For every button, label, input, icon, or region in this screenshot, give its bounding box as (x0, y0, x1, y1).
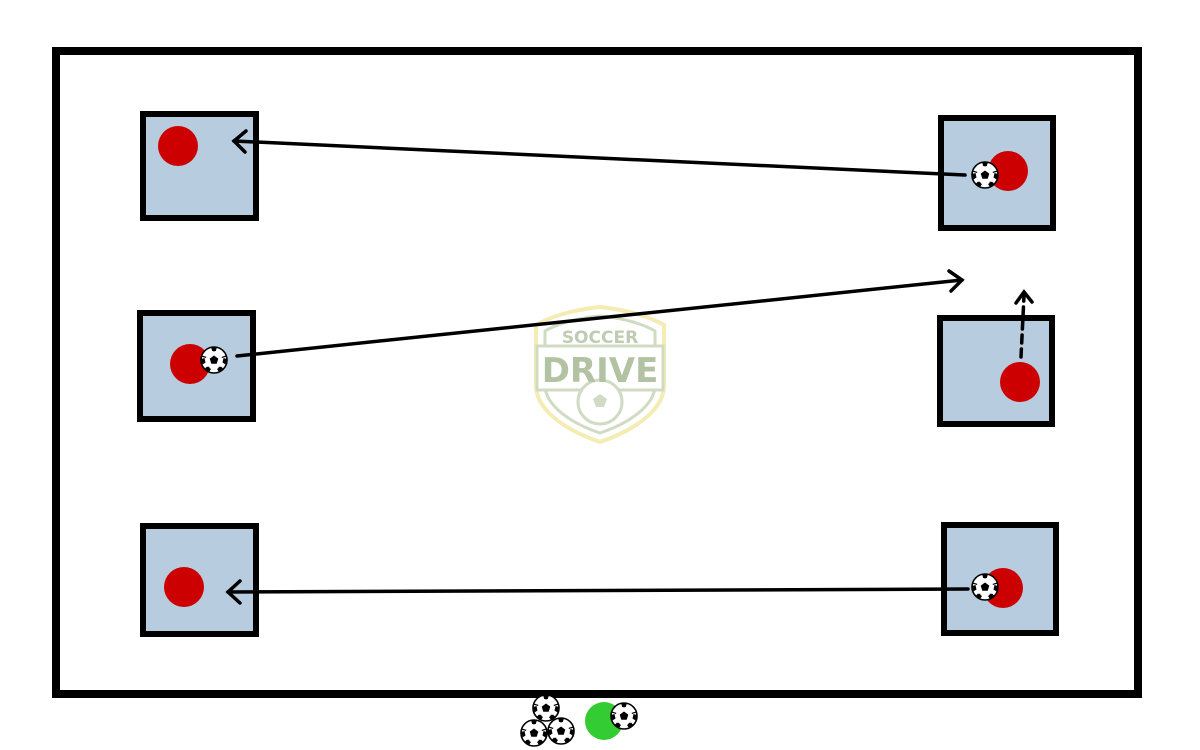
soccer-ball-icon (520, 719, 548, 747)
soccer-ball-icon (971, 573, 999, 601)
pass-arrow-top (231, 129, 967, 177)
player-middle-left (170, 344, 210, 384)
soccer-ball-icon (547, 717, 575, 745)
soccer-ball-icon (610, 702, 638, 730)
pass-arrow-middle (235, 269, 965, 358)
soccer-ball-icon (200, 346, 228, 374)
player-middle-right (1000, 362, 1040, 402)
pass-arrow-bottom (225, 579, 970, 605)
soccer-ball-icon (532, 694, 560, 722)
soccer-ball-icon (971, 161, 999, 189)
player-bottom-left (164, 567, 204, 607)
logo-text-soccer: SOCCER (562, 328, 638, 348)
grid-top-left (140, 111, 259, 221)
player-top-right (988, 151, 1028, 191)
player-top-left (158, 126, 198, 166)
soccer-drive-logo: SOCCER DRIVE (534, 304, 666, 445)
movement-arrow-dashed (1014, 289, 1034, 359)
logo-text-drive: DRIVE (542, 351, 659, 391)
